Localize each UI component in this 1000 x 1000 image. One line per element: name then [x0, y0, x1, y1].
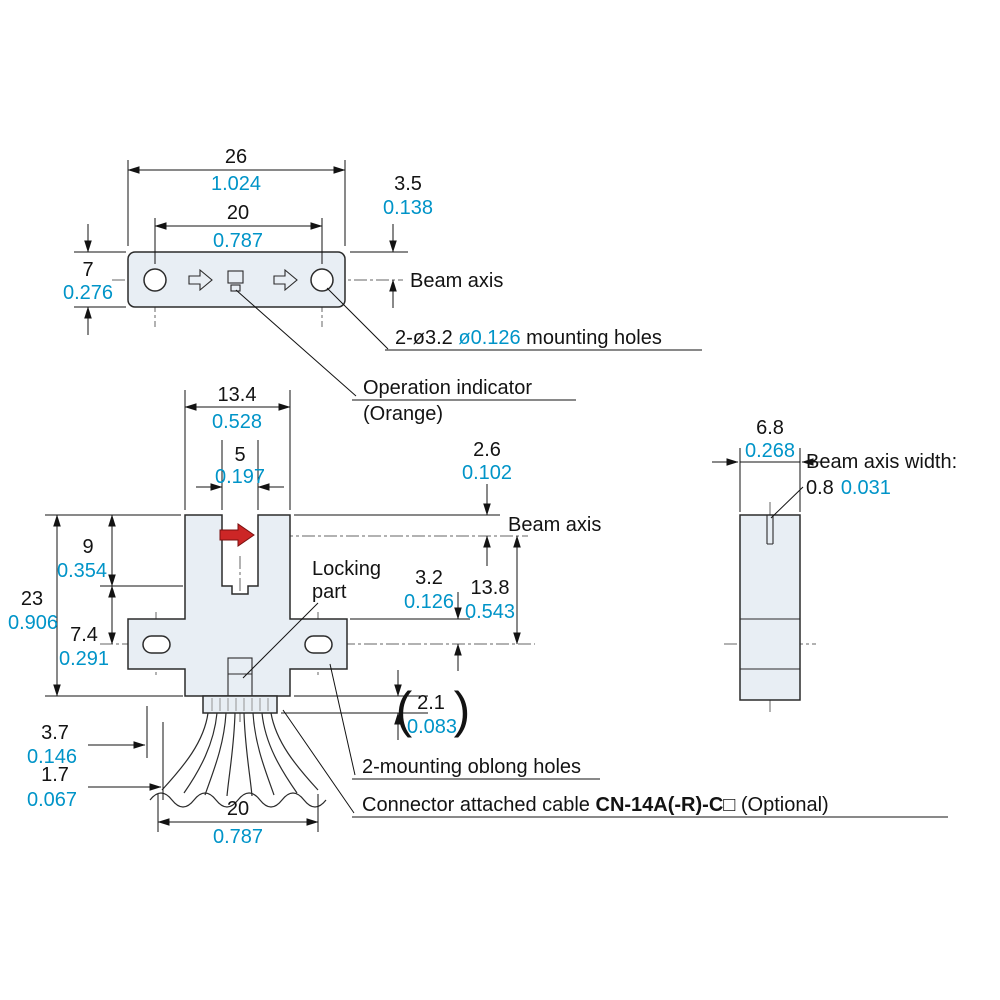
operation-indicator-lens	[230, 284, 241, 292]
dim-7-4-inch: 0.291	[59, 648, 109, 670]
mounting-holes-text: 2-ø3.2 ø0.126 mounting holes	[395, 327, 662, 349]
locking-part-text-1: Locking	[312, 558, 381, 580]
cable-wires	[149, 712, 327, 808]
dim-3-2-inch: 0.126	[404, 591, 454, 613]
beam-direction-arrow-icon	[188, 268, 213, 292]
dim-2-6-mm: 2.6	[473, 439, 501, 461]
dim-1-7: 1.7 0.067	[27, 722, 164, 811]
top-body	[127, 251, 346, 308]
dim-3-2-mm: 3.2	[415, 567, 443, 589]
dim-9: 9 0.354	[45, 514, 183, 587]
dim-6-8-inch: 0.268	[745, 440, 795, 462]
dim-7-4: 7.4 0.291	[59, 585, 116, 670]
dim-13-4-inch: 0.528	[212, 411, 262, 433]
oblong-hole-left	[142, 635, 171, 654]
mounting-hole-left	[143, 268, 167, 292]
oblong-holes-callout: 2-mounting oblong holes	[329, 663, 600, 780]
dim-2-6: 2.6 0.102	[294, 439, 512, 566]
dim-9-inch: 0.354	[57, 560, 107, 582]
dim-20-top: 20 0.787	[154, 202, 323, 264]
mounting-holes-callout: 2-ø3.2 ø0.126 mounting holes	[326, 287, 702, 351]
dim-2-1-mm: 2.1	[417, 692, 445, 714]
side-body	[739, 514, 801, 701]
front-body	[127, 514, 348, 697]
oblong-holes-text: 2-mounting oblong holes	[362, 756, 581, 778]
dim-26-inch: 1.024	[211, 173, 261, 195]
dim-5: 5 0.197	[196, 440, 284, 510]
dim-20-bottom-mm: 20	[227, 798, 249, 820]
dim-7: 7 0.276	[63, 224, 126, 335]
dim-13-8: 13.8 0.543	[465, 535, 521, 645]
dim-13-4: 13.4 0.528	[184, 384, 291, 510]
operation-indicator-text: Operation indicator	[363, 377, 532, 399]
dim-2-1: ( 2.1 0.083 )	[281, 670, 470, 740]
dim-3-2: 3.2 0.126	[350, 567, 470, 671]
beam-axis-label-front: Beam axis	[508, 514, 601, 536]
dim-9-mm: 9	[82, 536, 93, 558]
dim-20-bottom: 20 0.787	[157, 794, 319, 848]
dim-7-inch: 0.276	[63, 282, 113, 304]
cable-text: Connector attached cable CN-14A(-R)-C□ (…	[362, 794, 829, 816]
cable-callout: Connector attached cable CN-14A(-R)-C□ (…	[282, 709, 948, 818]
dim-2-1-paren-open: (	[396, 682, 413, 738]
dim-1-7-mm: 1.7	[41, 764, 69, 786]
dim-1-7-inch: 0.067	[27, 789, 77, 811]
dim-20-mm: 20	[227, 202, 249, 224]
dim-13-8-mm: 13.8	[471, 577, 510, 599]
dim-3-7-mm: 3.7	[41, 722, 69, 744]
dim-3-5: 3.5 0.138	[350, 173, 433, 308]
dim-13-4-mm: 13.4	[218, 384, 257, 406]
dim-7-4-mm: 7.4	[70, 624, 98, 646]
dim-13-8-inch: 0.543	[465, 601, 515, 623]
connector-pins	[211, 698, 269, 711]
beam-slot	[766, 515, 774, 545]
mounting-hole-right	[310, 268, 334, 292]
beam-indicator-arrow-icon	[219, 523, 255, 547]
dim-3-5-inch: 0.138	[383, 197, 433, 219]
dim-2-6-inch: 0.102	[462, 462, 512, 484]
dim-6-8: 6.8 0.268	[712, 417, 828, 512]
dim-23-mm: 23	[21, 588, 43, 610]
beam-axis-label-top: Beam axis	[410, 270, 503, 292]
locking-part-callout: Locking part	[242, 558, 381, 679]
side-body-steps	[740, 618, 800, 670]
connector-body	[202, 695, 278, 714]
dim-23: 23 0.906	[8, 514, 183, 697]
dim-5-mm: 5	[234, 444, 245, 466]
top-view: 26 1.024 20 0.787 7 0.276 3.5 0.138 Beam…	[63, 146, 702, 425]
oblong-hole-right	[304, 635, 333, 654]
dim-6-8-mm: 6.8	[756, 417, 784, 439]
dim-20-inch: 0.787	[213, 230, 263, 252]
dim-3-7: 3.7 0.146	[27, 706, 148, 768]
dim-2-1-inch: 0.083	[407, 716, 457, 738]
locking-part-text-2: part	[312, 581, 347, 603]
beam-axis-width-label: Beam axis width:	[806, 451, 957, 473]
dim-3-5-mm: 3.5	[394, 173, 422, 195]
front-view: 13.4 0.528 5 0.197 2.6 0.102 Beam axis 1…	[8, 384, 948, 848]
dim-23-inch: 0.906	[8, 612, 58, 634]
dim-26: 26 1.024	[127, 146, 346, 246]
beam-direction-arrow-icon	[273, 268, 298, 292]
cable-break-line	[149, 792, 327, 808]
operation-indicator-callout: Operation indicator (Orange)	[235, 289, 576, 425]
dim-7-mm: 7	[82, 259, 93, 281]
dim-5-inch: 0.197	[215, 466, 265, 488]
dim-26-mm: 26	[225, 146, 247, 168]
operation-indicator-color: (Orange)	[363, 403, 443, 425]
dim-3-7-inch: 0.146	[27, 746, 77, 768]
dim-2-1-paren-close: )	[454, 682, 471, 738]
operation-indicator-window	[227, 270, 244, 284]
dim-20-bottom-inch: 0.787	[213, 826, 263, 848]
